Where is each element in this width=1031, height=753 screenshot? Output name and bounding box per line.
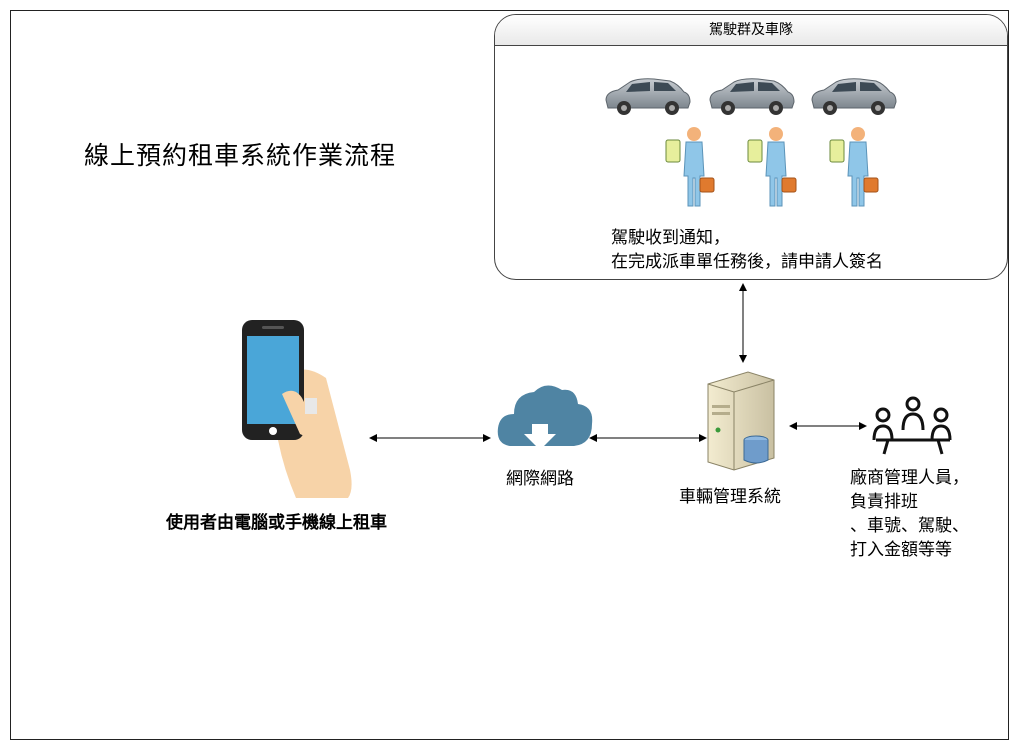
driver-instructions-line: 在完成派車單任務後，請申請人簽名 bbox=[611, 252, 883, 272]
cloud-network-icon bbox=[497, 385, 593, 450]
server-database-icon bbox=[707, 371, 775, 471]
manager-description-line: 負責排班 bbox=[850, 492, 918, 512]
car-icon bbox=[709, 78, 795, 115]
car-icon bbox=[605, 78, 691, 115]
driver-instructions: 駕駛收到通知， 在完成派車單任務後，請申請人簽名 bbox=[611, 226, 883, 274]
manager-description-line: 、車號、駕駛、 bbox=[850, 516, 969, 536]
network-label: 網際網路 bbox=[506, 469, 574, 489]
smartphone-hand-icon bbox=[242, 320, 352, 498]
manager-description-line: 打入金額等等 bbox=[850, 540, 952, 560]
manager-description: 廠商管理人員， 負責排班 、車號、駕駛、 打入金額等等 bbox=[850, 466, 969, 562]
diagram-title: 線上預約租車系統作業流程 bbox=[84, 141, 397, 170]
user-label: 使用者由電腦或手機線上租車 bbox=[166, 513, 387, 533]
server-label: 車輛管理系統 bbox=[679, 487, 781, 507]
manager-team-icon bbox=[872, 396, 952, 455]
driver-icon bbox=[747, 127, 797, 207]
driver-icon bbox=[829, 127, 879, 207]
diagram-frame bbox=[10, 10, 1009, 740]
car-icon bbox=[811, 78, 897, 115]
driver-instructions-line: 駕駛收到通知， bbox=[611, 228, 730, 248]
driver-icon bbox=[665, 127, 715, 207]
driver-fleet-panel-header: 駕駛群及車隊 bbox=[495, 15, 1007, 46]
manager-description-line: 廠商管理人員， bbox=[850, 468, 969, 488]
